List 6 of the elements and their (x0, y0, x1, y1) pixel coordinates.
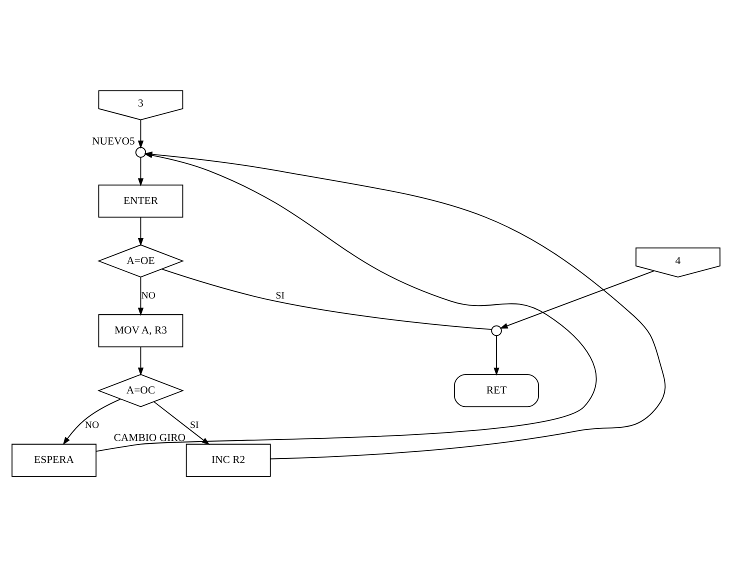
edge-label: NO (141, 290, 156, 301)
edge-label: SI (276, 290, 285, 301)
node-label: CAMBIO GIRO (114, 432, 186, 444)
node-label: NUEVO5 (92, 134, 135, 147)
edge-label: NO (84, 419, 100, 430)
edge-label: SI (190, 419, 199, 430)
